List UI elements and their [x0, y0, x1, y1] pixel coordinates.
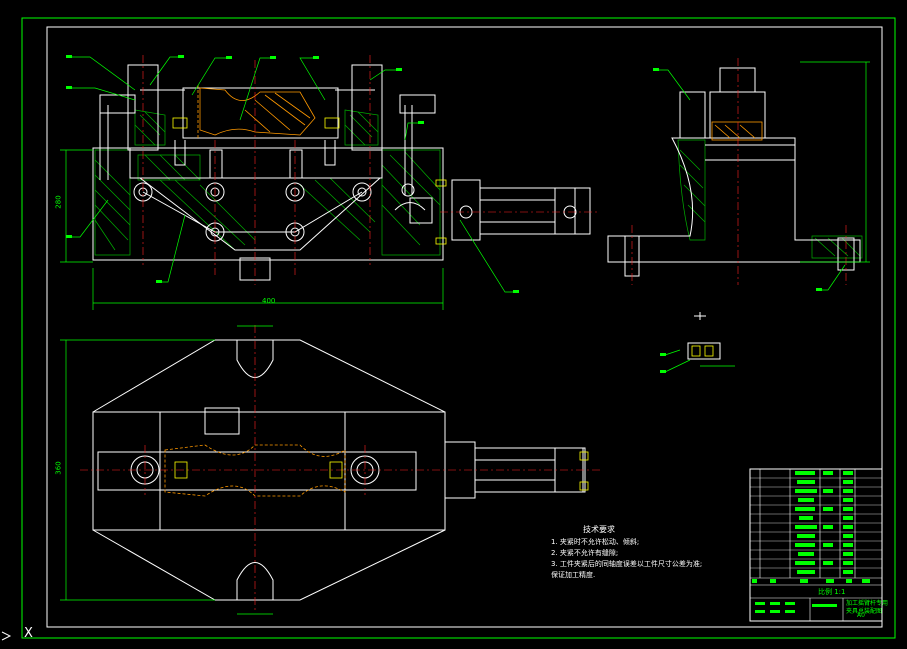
bom-entries	[752, 471, 870, 613]
tech-req-item-1: 1. 夹紧时不允许松动、倾斜;	[551, 538, 640, 546]
front-view-height-dimension: 280	[54, 195, 63, 209]
side-view-centerlines	[631, 58, 847, 285]
plan-view-dimensions	[60, 325, 273, 615]
inner-frame	[46, 26, 883, 628]
sheet-border	[21, 17, 896, 639]
front-view-highlights	[172, 117, 447, 245]
side-view-balloons	[653, 68, 822, 291]
detail-view	[660, 312, 735, 373]
front-view-outline	[92, 64, 444, 281]
front-view-balloons	[66, 55, 519, 293]
front-view-hatching	[94, 109, 441, 256]
front-view-width-dimension: 400	[262, 297, 276, 305]
tech-req-item-2: 2. 夹紧不允许有缝隙;	[551, 549, 619, 557]
tech-req-item-3: 3. 工件夹紧后的同轴度误差以工件尺寸公差为准;	[551, 560, 703, 568]
front-view-cylinder	[394, 179, 591, 241]
plan-view-height-dimension: 360	[54, 461, 63, 475]
front-view	[60, 55, 600, 310]
side-view-workpiece	[711, 121, 763, 141]
title-block	[749, 468, 883, 622]
title-block-name-line2: 夹具总装配图	[846, 608, 883, 615]
title-block-scale: 比例 1:1	[818, 588, 846, 596]
front-view-centerlines	[142, 55, 600, 285]
tech-req-heading: 技术要求	[583, 525, 615, 534]
front-view-workpiece	[197, 85, 316, 140]
plan-view-centerlines	[80, 325, 600, 612]
ucs-icon	[1, 631, 12, 641]
plan-view	[60, 325, 600, 615]
command-line-cursor[interactable]: X	[24, 626, 33, 641]
tech-req-item-4: 保证加工精度.	[551, 571, 596, 579]
title-block-sheet-size: A0	[857, 612, 865, 619]
title-block-name-line1: 加工摇臂杆专用	[846, 600, 889, 607]
plan-view-workpiece	[164, 444, 346, 497]
side-view	[607, 58, 870, 291]
plan-view-highlights	[174, 451, 589, 491]
